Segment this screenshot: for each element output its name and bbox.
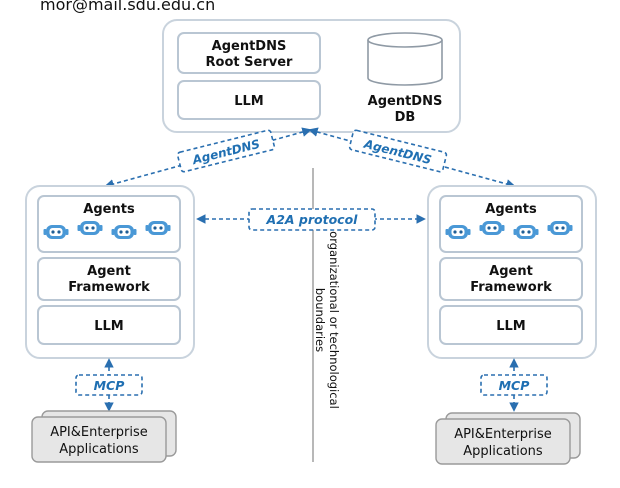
robot-icon [43,225,69,239]
left-robot-icons [43,221,171,239]
robot-icon [513,225,539,239]
left-api-label-line1: API&Enterprise [50,425,148,440]
left-agents-label: Agents [83,202,135,217]
left-llm-box [37,305,181,345]
right-framework-label-line2: Framework [470,280,552,295]
right-llm-label: LLM [496,319,526,334]
root-llm-box [177,80,321,120]
root-server-label-line2: Root Server [206,55,293,70]
right-api-label-line2: Applications [463,444,543,459]
right-framework-box [439,257,583,301]
robot-icon [547,221,573,235]
root-server-box [177,32,321,74]
right-org-group: Agents [427,185,597,359]
a2a-tag-label: A2A protocol [266,212,359,227]
right-robot-icons [445,221,573,239]
boundary-label-line1: organizational or technological [327,231,341,409]
boundary-label: organizational or technological boundari… [313,231,341,409]
left-api-stack: API&Enterprise Applications [31,410,177,463]
database-cylinder-icon [367,32,443,86]
left-agentdns-tag: AgentDNS [176,129,276,173]
right-framework-label-line1: Agent [489,264,533,279]
robot-icon [77,221,103,235]
left-llm-label: LLM [94,319,124,334]
boundary-label-line2: boundaries [313,288,327,352]
robot-icon [445,225,471,239]
right-api-label-line1: API&Enterprise [454,427,552,442]
right-api-stack: API&Enterprise Applications [435,412,581,465]
left-agents-box [37,195,181,253]
robot-icon [111,225,137,239]
right-mcp-tag [480,374,548,396]
robot-icon [145,221,171,235]
right-agents-box [439,195,583,253]
robot-icon [479,221,505,235]
db-label-line1: AgentDNS [368,94,443,109]
right-llm-box [439,305,583,345]
left-framework-label-line1: Agent [87,264,131,279]
right-agentdns-tag: AgentDNS [348,129,448,173]
db-label-line2: DB [395,110,416,125]
root-server-group: AgentDNS Root Server LLM AgentDNS DB [162,19,461,133]
header-email-text: mor@mail.sdu.edu.cn [40,0,215,14]
root-server-label-line1: AgentDNS [212,39,287,54]
left-org-group: Agents [25,185,195,359]
left-api-label-line2: Applications [59,442,139,457]
right-agents-label: Agents [485,202,537,217]
left-mcp-tag-label: MCP [94,378,125,393]
right-mcp-tag-label: MCP [499,378,530,393]
left-framework-box [37,257,181,301]
root-llm-label: LLM [234,94,264,109]
left-mcp-tag [75,374,143,396]
a2a-tag [248,208,376,231]
left-framework-label-line2: Framework [68,280,150,295]
